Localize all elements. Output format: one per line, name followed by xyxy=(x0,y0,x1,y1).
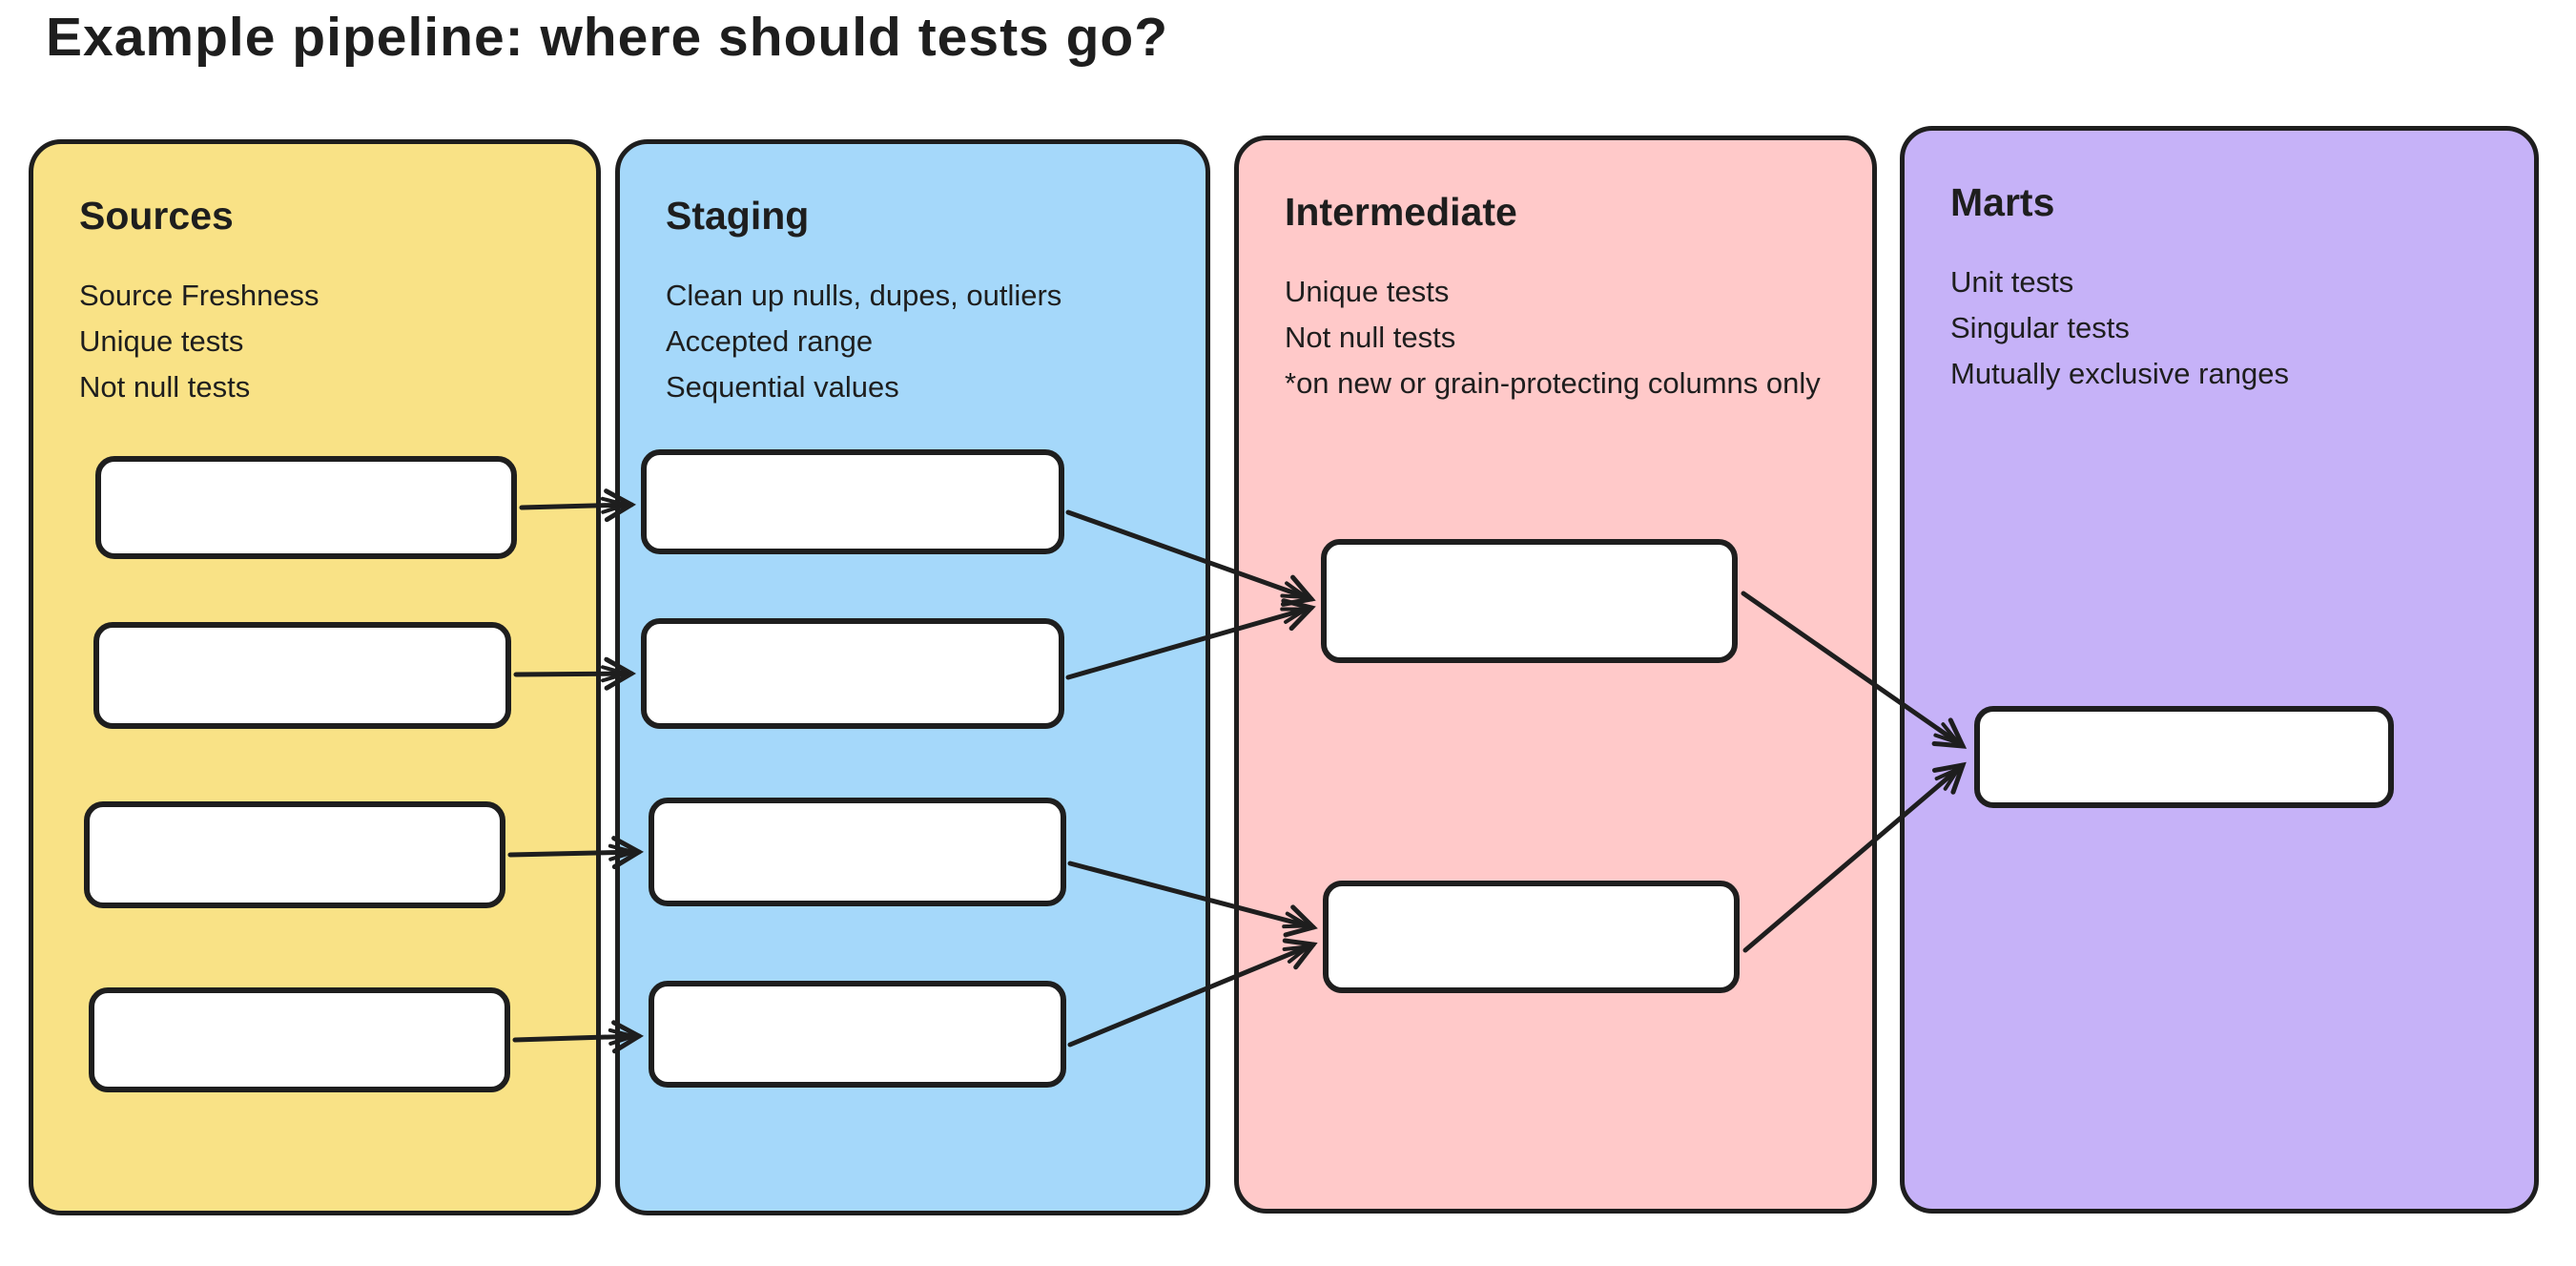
note-line: Unit tests xyxy=(1950,265,2074,299)
note-line: *on new or grain-protecting columns only xyxy=(1285,366,1821,400)
node-staging-2 xyxy=(641,618,1064,729)
node-staging-1 xyxy=(641,449,1064,554)
node-staging-4 xyxy=(649,981,1066,1088)
column-staging-notes: Clean up nulls, dupes, outliers Accepted… xyxy=(666,273,1206,410)
column-intermediate-notes: Unique tests Not null tests *on new or g… xyxy=(1285,269,1872,406)
node-intermediate-2 xyxy=(1323,881,1740,993)
node-intermediate-1 xyxy=(1321,539,1738,663)
node-sources-3 xyxy=(84,801,505,908)
node-marts-1 xyxy=(1974,706,2394,808)
note-line: Accepted range xyxy=(666,324,874,358)
column-marts-notes: Unit tests Singular tests Mutually exclu… xyxy=(1950,259,2534,397)
note-line: Sequential values xyxy=(666,370,899,404)
diagram-title: Example pipeline: where should tests go? xyxy=(46,7,1169,68)
node-sources-2 xyxy=(93,622,511,729)
note-line: Source Freshness xyxy=(79,279,319,312)
column-sources-header: Sources xyxy=(79,194,234,238)
note-line: Mutually exclusive ranges xyxy=(1950,357,2289,390)
column-sources-notes: Source Freshness Unique tests Not null t… xyxy=(79,273,596,410)
column-intermediate: Intermediate Unique tests Not null tests… xyxy=(1234,135,1877,1214)
column-intermediate-header: Intermediate xyxy=(1285,190,1517,234)
node-staging-3 xyxy=(649,798,1066,906)
note-line: Unique tests xyxy=(1285,275,1450,308)
column-marts-header: Marts xyxy=(1950,180,2055,224)
note-line: Not null tests xyxy=(1285,321,1456,354)
column-staging-header: Staging xyxy=(666,194,810,238)
node-sources-4 xyxy=(89,987,510,1092)
note-line: Singular tests xyxy=(1950,311,2130,344)
note-line: Not null tests xyxy=(79,370,251,404)
note-line: Clean up nulls, dupes, outliers xyxy=(666,279,1062,312)
node-sources-1 xyxy=(95,456,517,559)
column-marts: Marts Unit tests Singular tests Mutually… xyxy=(1900,126,2539,1214)
note-line: Unique tests xyxy=(79,324,244,358)
